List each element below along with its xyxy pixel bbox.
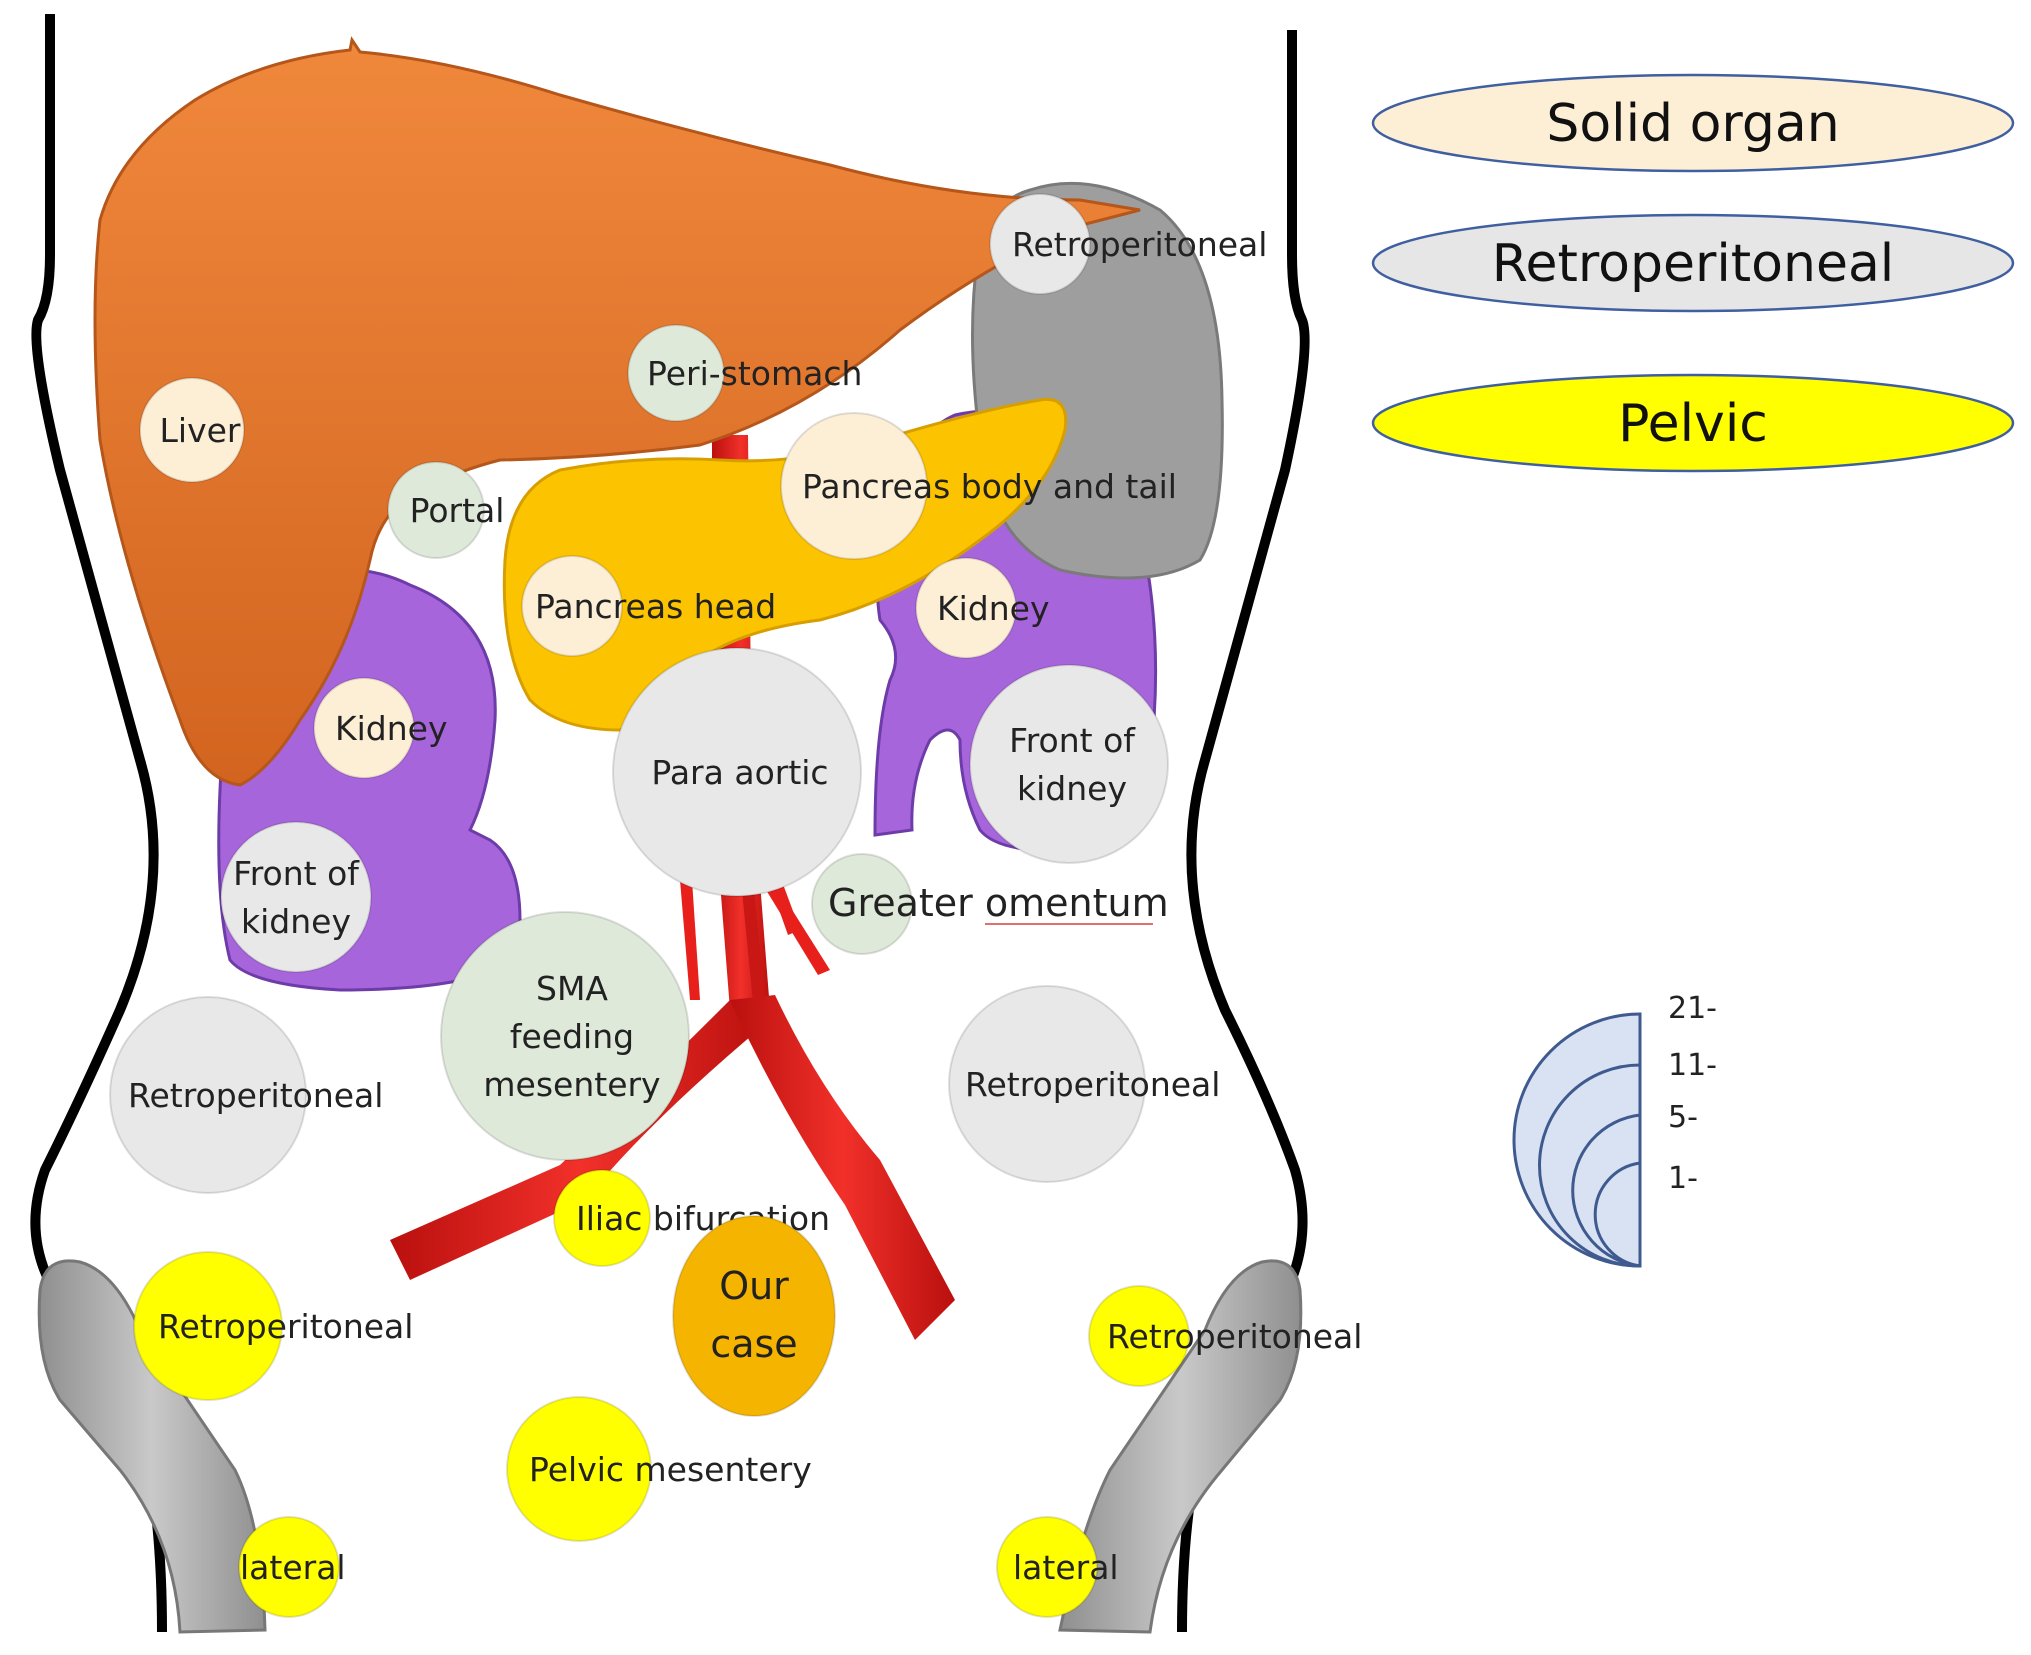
site-label: Our xyxy=(719,1264,789,1308)
site-pancreas-body-tail: Pancreas body and tail xyxy=(780,412,1177,560)
site-peri-stomach: Peri-stomach xyxy=(627,324,862,422)
site-label: Greater omentum xyxy=(828,881,1169,925)
site-bubble xyxy=(996,1516,1098,1618)
site-bubble xyxy=(612,647,862,897)
site-front-of-kidney-right-side: Front of kidney xyxy=(969,664,1169,864)
size-arc-5 xyxy=(1571,1113,1641,1268)
site-label: case xyxy=(710,1322,797,1366)
site-bubble xyxy=(553,1169,651,1267)
site-label: Retroperitoneal xyxy=(1107,1317,1362,1356)
site-bubble xyxy=(133,1251,283,1401)
site-label: SMA xyxy=(536,969,608,1008)
legend-label-solid-organ: Solid organ xyxy=(1546,94,1839,154)
site-bubble xyxy=(139,377,245,483)
site-bubble xyxy=(780,412,928,560)
site-label: Front of xyxy=(1009,721,1136,760)
site-bubble xyxy=(811,853,913,955)
site-bubble xyxy=(989,193,1091,295)
site-label: Retroperitoneal xyxy=(128,1076,383,1115)
site-bubble xyxy=(109,996,307,1194)
site-retroperitoneal-upper-left: Retroperitoneal xyxy=(989,193,1267,295)
site-sma-feeding-mesentery: SMA feeding mesentery xyxy=(440,911,690,1161)
site-bubble xyxy=(220,821,372,973)
site-pelvic-mesentery: Pelvic mesentery xyxy=(506,1396,812,1542)
site-label: Front of xyxy=(233,854,360,893)
site-label: Retroperitoneal xyxy=(965,1065,1220,1104)
site-label: Portal xyxy=(410,491,505,530)
site-portal: Portal xyxy=(387,461,505,559)
site-pancreas-head: Pancreas head xyxy=(521,555,776,657)
category-legend: Solid organ Retroperitoneal Pelvic xyxy=(1371,73,2015,473)
site-bubble xyxy=(948,985,1146,1183)
site-label: kidney xyxy=(1017,769,1127,808)
site-label: Retroperitoneal xyxy=(158,1307,413,1346)
site-label: Kidney xyxy=(937,589,1050,628)
site-kidney-left-side: Kidney xyxy=(313,677,448,779)
site-para-aortic: Para aortic xyxy=(612,647,862,897)
site-label: Liver xyxy=(160,411,241,450)
site-bubble xyxy=(627,324,725,422)
site-greater-omentum: Greater omentum xyxy=(811,853,1169,955)
size-arc-21 xyxy=(1512,1012,1642,1268)
iliac-artery-right xyxy=(730,995,955,1340)
size-label-1: 1- xyxy=(1668,1161,1698,1196)
site-label: feeding xyxy=(510,1017,634,1056)
renal-vessel-branch xyxy=(740,868,765,1002)
site-lateral-left: lateral xyxy=(238,1516,346,1618)
site-label: lateral xyxy=(240,1548,346,1587)
site-label: Pancreas body and tail xyxy=(802,467,1177,506)
site-label: Para aortic xyxy=(651,753,828,792)
site-label: mesentery xyxy=(483,1065,660,1104)
size-label-11: 11- xyxy=(1668,1048,1717,1083)
legend-item-solid-organ: Solid organ xyxy=(1371,73,2015,173)
legend-item-retroperitoneal: Retroperitoneal xyxy=(1371,213,2015,313)
size-arc-1 xyxy=(1593,1161,1641,1268)
size-arc-11 xyxy=(1538,1063,1641,1268)
site-bubble xyxy=(313,677,415,779)
metastasis-sites: LiverPortalPeri-stomachRetroperitonealPa… xyxy=(109,193,1362,1618)
site-front-of-kidney-left-side: Front of kidney xyxy=(220,821,372,973)
site-bubble xyxy=(969,664,1169,864)
site-iliac-bifurcation: Iliac bifurcation xyxy=(553,1169,830,1267)
site-our-case: Our case xyxy=(672,1215,836,1417)
site-label: Retroperitoneal xyxy=(1012,225,1267,264)
site-retroperitoneal-mid-left: Retroperitoneal xyxy=(109,996,383,1194)
site-label: Peri-stomach xyxy=(647,354,862,393)
site-bubble xyxy=(1088,1285,1190,1387)
site-label: kidney xyxy=(241,902,351,941)
legend-label-retroperitoneal: Retroperitoneal xyxy=(1492,234,1895,294)
site-bubble xyxy=(238,1516,340,1618)
legend-label-pelvic: Pelvic xyxy=(1618,394,1768,454)
site-liver: Liver xyxy=(139,377,245,483)
site-label: Kidney xyxy=(335,709,448,748)
site-label: lateral xyxy=(1013,1548,1119,1587)
site-lateral-right: lateral xyxy=(996,1516,1119,1618)
site-retroperitoneal-pelvic-right: Retroperitoneal xyxy=(1088,1285,1362,1387)
liver xyxy=(93,36,1141,787)
site-label: Pelvic mesentery xyxy=(529,1450,812,1489)
site-label: Pancreas head xyxy=(535,587,776,626)
size-label-5: 5- xyxy=(1668,1100,1698,1135)
site-bubble xyxy=(521,555,623,657)
site-retroperitoneal-mid-right: Retroperitoneal xyxy=(948,985,1220,1183)
site-bubble xyxy=(915,557,1017,659)
site-bubble xyxy=(672,1215,836,1417)
site-bubble xyxy=(440,911,690,1161)
size-legend: 21- 11- 5- 1- xyxy=(1512,991,1717,1268)
site-bubble xyxy=(506,1396,652,1542)
legend-item-pelvic: Pelvic xyxy=(1371,373,2015,473)
mesenteric-artery-branch-1 xyxy=(680,880,700,1000)
site-kidney-right-side: Kidney xyxy=(915,557,1050,659)
site-retroperitoneal-pelvic-left: Retroperitoneal xyxy=(133,1251,413,1401)
size-label-21: 21- xyxy=(1668,991,1717,1026)
site-bubble xyxy=(387,461,485,559)
